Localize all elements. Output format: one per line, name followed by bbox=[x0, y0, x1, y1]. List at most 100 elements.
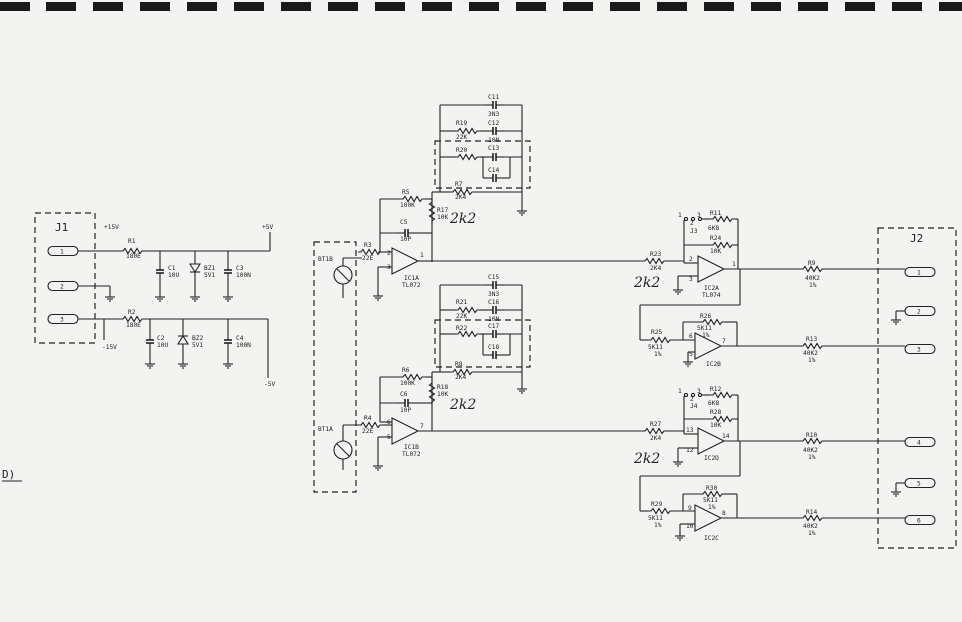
r9-ref: R9 bbox=[808, 260, 816, 267]
j2-pin-2: 2 bbox=[917, 309, 921, 316]
c15-ref: C15 bbox=[488, 274, 499, 281]
ic1a-value: TL072 bbox=[402, 282, 421, 289]
j3-pin-2: 2 bbox=[690, 220, 694, 227]
c1-value: 10U bbox=[168, 272, 179, 279]
r5-ref: R5 bbox=[402, 189, 410, 196]
connector-j2: J2 1 2 3 4 5 6 bbox=[877, 227, 957, 549]
ic1b-ref: IC1B bbox=[404, 444, 419, 451]
c2-value: 10U bbox=[157, 342, 168, 349]
c6-value: 10P bbox=[400, 407, 411, 414]
r10-value: 40K2 bbox=[803, 447, 818, 454]
r10-ref: R10 bbox=[806, 432, 817, 439]
hand-note-2k2-r23: 2k2 bbox=[633, 275, 660, 291]
r8-value: 2K4 bbox=[455, 374, 466, 381]
ic2c-pin-9: 9 bbox=[688, 505, 692, 512]
c2-ref: C2 bbox=[157, 335, 165, 342]
r2-value: 180E bbox=[126, 322, 141, 329]
j2-pin-5: 5 bbox=[917, 481, 921, 488]
r13-ref: R13 bbox=[806, 336, 817, 343]
j4-pin-2: 2 bbox=[690, 396, 694, 403]
j4-pin-1: 1 bbox=[678, 388, 682, 395]
c5-value: 10P bbox=[400, 236, 411, 243]
r27-value: 2K4 bbox=[650, 435, 661, 442]
c14-ref: C14 bbox=[488, 167, 499, 174]
minus15-label: -15V bbox=[102, 344, 117, 351]
r7-ref: R7 bbox=[455, 181, 463, 188]
j2-pin-4: 4 bbox=[917, 440, 921, 447]
r14-value: 40K2 bbox=[803, 523, 818, 530]
connector-j1: J1 1 2 3 bbox=[34, 212, 96, 344]
ic1a-pin-minus: 2 bbox=[387, 250, 391, 257]
r29-tolerance: 1% bbox=[654, 522, 662, 529]
r25-tolerance: 1% bbox=[654, 351, 662, 358]
c17-ref: C17 bbox=[488, 323, 499, 330]
c18-ref: C18 bbox=[488, 344, 499, 351]
ic2a-ref: IC2A bbox=[704, 285, 719, 292]
ic1b-value: TL072 bbox=[402, 451, 421, 458]
c13-ref: C13 bbox=[488, 145, 499, 152]
ic2a-pin-1: 1 bbox=[732, 261, 736, 268]
hand-note-2k2-r27: 2k2 bbox=[633, 451, 660, 467]
j3-pin-1: 1 bbox=[678, 212, 682, 219]
r29-value: 5K11 bbox=[648, 515, 663, 522]
r17-ref: R17 bbox=[437, 207, 448, 214]
r4-value: 22E bbox=[362, 428, 373, 435]
r5-value: 100K bbox=[400, 202, 415, 209]
r27-ref: R27 bbox=[650, 421, 661, 428]
c16-ref: C16 bbox=[488, 299, 499, 306]
ic2a-pin-2: 2 bbox=[689, 256, 693, 263]
r26-value: 5K11 bbox=[697, 325, 712, 332]
ic2d-pin-12: 12 bbox=[686, 447, 694, 454]
r30-ref: R30 bbox=[706, 485, 717, 492]
j2-pin-3: 3 bbox=[917, 347, 921, 354]
r8-ref: R8 bbox=[455, 361, 463, 368]
r14-tolerance: 1% bbox=[808, 530, 816, 537]
j1-pin-1: 1 bbox=[60, 249, 64, 256]
ic2c-pin-10: 10 bbox=[686, 523, 694, 530]
ic2a-pin-3: 3 bbox=[689, 276, 693, 283]
c11-value: 3N3 bbox=[488, 111, 499, 118]
c4-value: 100N bbox=[236, 342, 251, 349]
r23-value: 2K4 bbox=[650, 265, 661, 272]
r4-ref: R4 bbox=[364, 415, 372, 422]
stage-ic1a: R3 22E 2 3 1 IC1A TL072 R5 100K C5 10P R… bbox=[343, 94, 531, 301]
j2-ref: J2 bbox=[910, 232, 923, 245]
ic2d-pin-13: 13 bbox=[686, 427, 694, 434]
r6-value: 100K bbox=[400, 380, 415, 387]
r11-ref: R11 bbox=[710, 210, 721, 217]
r25-value: 5K11 bbox=[648, 344, 663, 351]
r19-ref: R19 bbox=[456, 120, 467, 127]
r3-ref: R3 bbox=[364, 242, 372, 249]
r24-value: 10K bbox=[710, 248, 721, 255]
output-stage-top: R23 2K4 2k2 J3 1 2 3 R11 6K8 R24 10K 2 3… bbox=[432, 210, 905, 368]
bt1b-ref: BT1B bbox=[318, 256, 333, 263]
r7-value: 2K4 bbox=[455, 194, 466, 201]
minus5-label: -5V bbox=[264, 381, 275, 388]
r2-ref: R2 bbox=[128, 309, 136, 316]
r3-value: 22E bbox=[362, 255, 373, 262]
jumper-j4: J4 bbox=[690, 403, 698, 410]
j1-pin-2: 2 bbox=[60, 284, 64, 291]
hand-note-2k2-top: 2k2 bbox=[449, 211, 476, 227]
r12-value: 6K8 bbox=[708, 400, 719, 407]
r14-ref: R14 bbox=[806, 509, 817, 516]
c11-ref: C11 bbox=[488, 94, 499, 101]
r24-ref: R24 bbox=[710, 235, 721, 242]
c4-ref: C4 bbox=[236, 335, 244, 342]
ic2b-pin-6: 6 bbox=[689, 333, 693, 340]
bt1a-ref: BT1A bbox=[318, 426, 333, 433]
bz2-value: 5V1 bbox=[192, 342, 203, 349]
r1-value: 180E bbox=[126, 253, 141, 260]
r13-tolerance: 1% bbox=[808, 357, 816, 364]
c3-ref: C3 bbox=[236, 265, 244, 272]
r1-ref: R1 bbox=[128, 238, 136, 245]
r29-ref: R29 bbox=[651, 501, 662, 508]
sheet-border-marks bbox=[0, 2, 962, 11]
j1-ref: J1 bbox=[55, 221, 68, 234]
r21-ref: R21 bbox=[456, 299, 467, 306]
output-stage-bottom: R27 2K4 2k2 J4 1 2 3 R12 6K8 R28 10K 13 … bbox=[528, 386, 905, 542]
jumper-j3: J3 bbox=[690, 228, 698, 235]
r25-ref: R25 bbox=[651, 329, 662, 336]
ic2d-pin-14: 14 bbox=[722, 433, 730, 440]
